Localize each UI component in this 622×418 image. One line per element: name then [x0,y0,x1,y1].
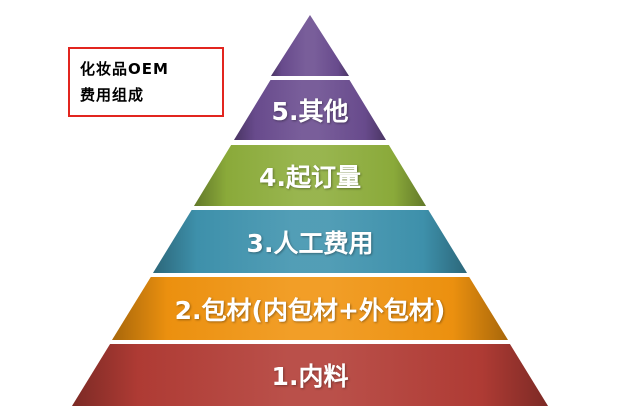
pyramid-layer-moq: 4.起订量 [194,145,426,206]
pyramid-apex [271,15,349,76]
pyramid-layer-others-label: 5.其他 [271,97,349,126]
pyramid-layer-packaging-label: 2.包材(内包材+外包材) [174,295,446,325]
pyramid-layer-others: 5.其他 [234,80,386,140]
legend-line-1: 化妆品OEM [80,60,169,78]
legend-line-2: 费用组成 [80,86,145,104]
legend-box: 化妆品OEM 费用组成 [68,47,224,117]
pyramid-layer-contents: 1.内料 [72,344,548,406]
pyramid-layer-packaging: 2.包材(内包材+外包材) [112,277,508,340]
pyramid-layer-contents-label: 1.内料 [271,362,349,391]
pyramid-layer-labor-cost-label: 3.人工费用 [246,228,374,258]
pyramid-layer-moq-label: 4.起订量 [259,162,361,192]
pyramid-layer-labor-cost: 3.人工费用 [153,210,467,273]
